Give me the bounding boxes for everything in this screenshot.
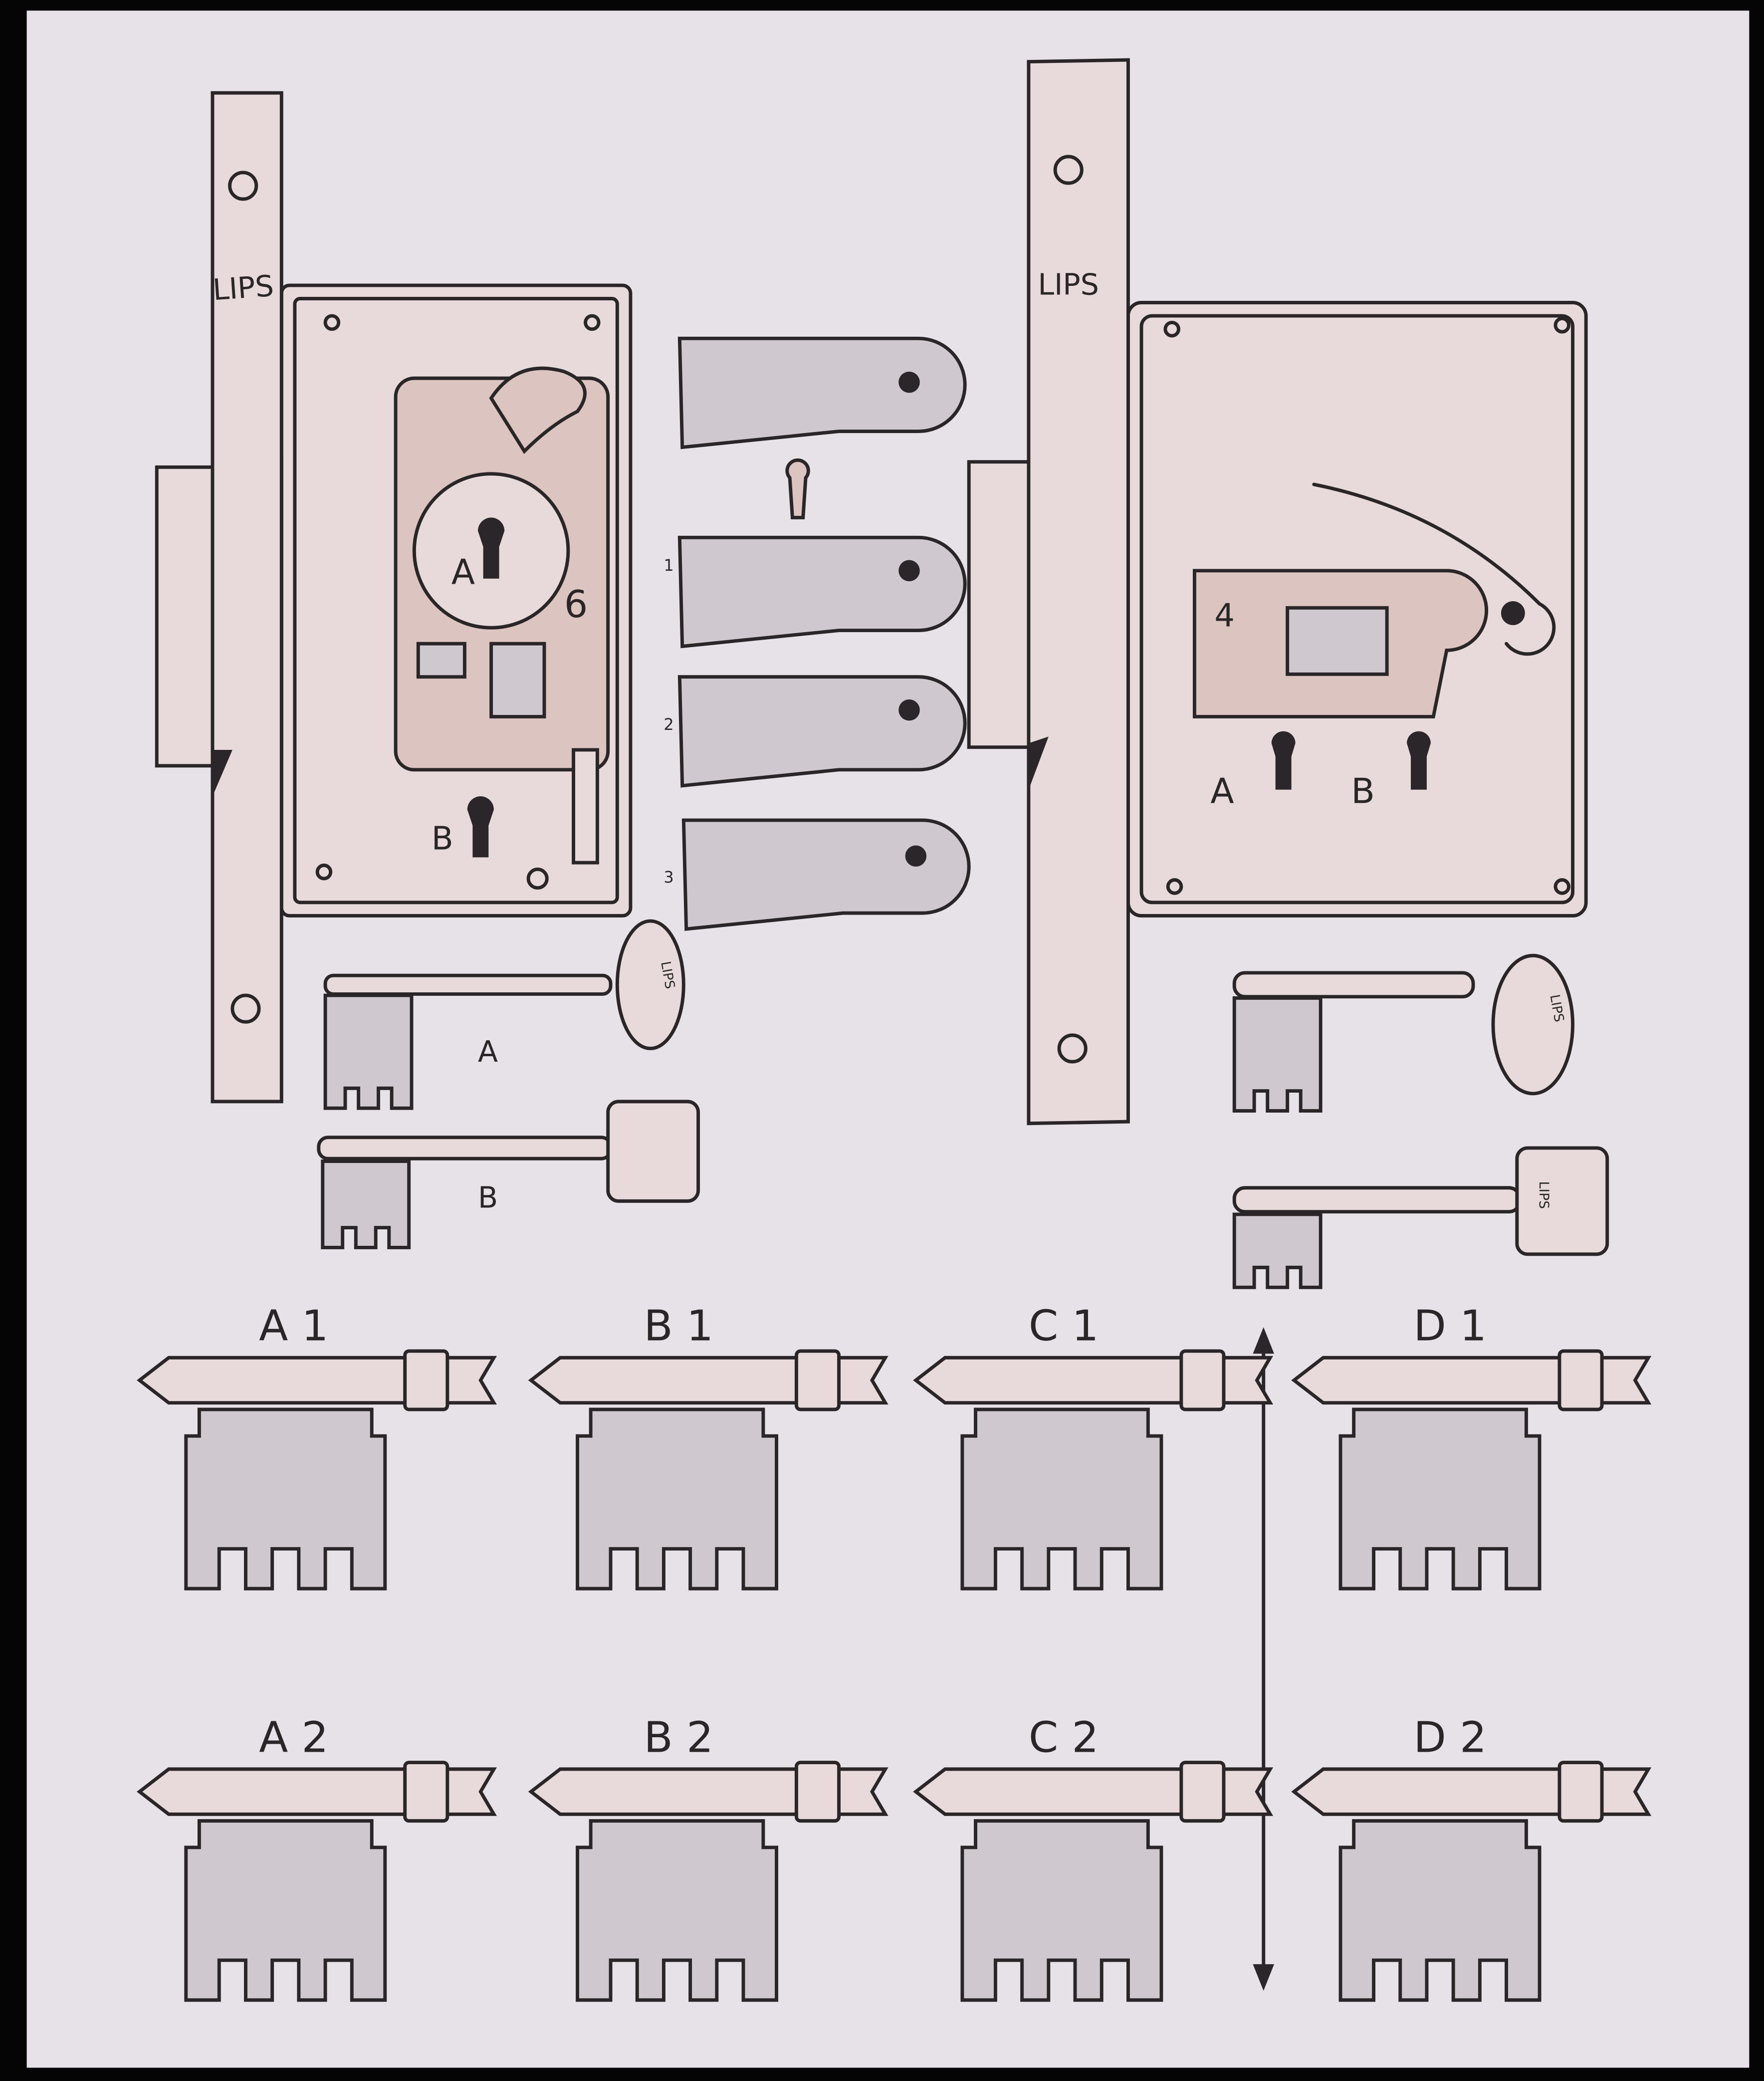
key-bit-b2 bbox=[528, 1761, 888, 2002]
right-lever-number: 4 bbox=[1214, 598, 1235, 635]
lever-plate-2 bbox=[677, 675, 967, 788]
right-brand: LIPS bbox=[1038, 268, 1099, 302]
left-keys: A LIPS B bbox=[317, 919, 700, 1249]
key-a-bow bbox=[615, 919, 685, 1050]
lever-number-3: 3 bbox=[663, 868, 673, 887]
label-a2: A 2 bbox=[259, 1713, 328, 1762]
key-b-bit bbox=[321, 1159, 411, 1249]
right-keyhole-a-label: A bbox=[1210, 771, 1234, 811]
key-a-label: A bbox=[478, 1035, 498, 1069]
key-bit-c2 bbox=[913, 1761, 1274, 2002]
lever-number-2: 2 bbox=[663, 715, 673, 734]
key-a-bit bbox=[323, 993, 414, 1110]
lever-plate-3 bbox=[681, 818, 971, 931]
right-keyhole-b-label: B bbox=[1351, 771, 1374, 811]
label-c2: C 2 bbox=[1029, 1713, 1099, 1762]
faceplate bbox=[1027, 58, 1130, 1126]
left-lock: LIPS A B 6 bbox=[155, 91, 633, 1104]
lever-number-1: 1 bbox=[663, 556, 673, 575]
key-bit-d1 bbox=[1291, 1349, 1652, 1591]
left-brand: LIPS bbox=[212, 269, 275, 307]
label-d1: D 1 bbox=[1413, 1302, 1487, 1351]
faceplate bbox=[211, 91, 283, 1104]
spring-cam bbox=[489, 366, 587, 454]
key-bit-grid: A 1 B 1 C 1 D 1 A 2 B 2 C 2 D 2 bbox=[137, 1302, 1652, 2002]
left-keyhole-a-label: A bbox=[451, 552, 475, 592]
keyhole-a-icon bbox=[478, 517, 505, 579]
keyhole-b-icon bbox=[1407, 731, 1431, 790]
right-lock: A B 4 LIPS bbox=[967, 58, 1588, 1126]
label-a1: A 1 bbox=[259, 1302, 328, 1351]
keyhole-a-icon bbox=[1271, 731, 1296, 790]
left-lever-number: 6 bbox=[564, 583, 588, 626]
lever-plates: 1 2 3 bbox=[663, 336, 971, 931]
key-b-shank bbox=[317, 1136, 613, 1160]
right-key-2-bow-text: LIPS bbox=[1536, 1181, 1551, 1209]
left-keyhole-b-label: B bbox=[432, 820, 453, 857]
key-bit-a2 bbox=[137, 1761, 497, 2002]
key-bit-b1 bbox=[528, 1349, 888, 1591]
label-c1: C 1 bbox=[1029, 1302, 1099, 1351]
label-b1: B 1 bbox=[644, 1302, 714, 1351]
lever-plate-0 bbox=[677, 336, 967, 450]
key-bit-c1 bbox=[913, 1349, 1274, 1591]
key-a-shank bbox=[323, 973, 613, 996]
lever-plate-1 bbox=[677, 535, 967, 649]
right-keys: LIPS LIPS bbox=[1232, 953, 1609, 1289]
key-b-label: B bbox=[478, 1181, 498, 1215]
keyhole-b-icon bbox=[467, 796, 494, 858]
label-b2: B 2 bbox=[644, 1713, 714, 1762]
key-b-bow bbox=[606, 1100, 700, 1203]
key-bit-a1 bbox=[137, 1349, 497, 1591]
keyhole-icon bbox=[785, 458, 810, 519]
key-bit-d2 bbox=[1291, 1761, 1652, 2002]
label-d2: D 2 bbox=[1413, 1713, 1487, 1762]
